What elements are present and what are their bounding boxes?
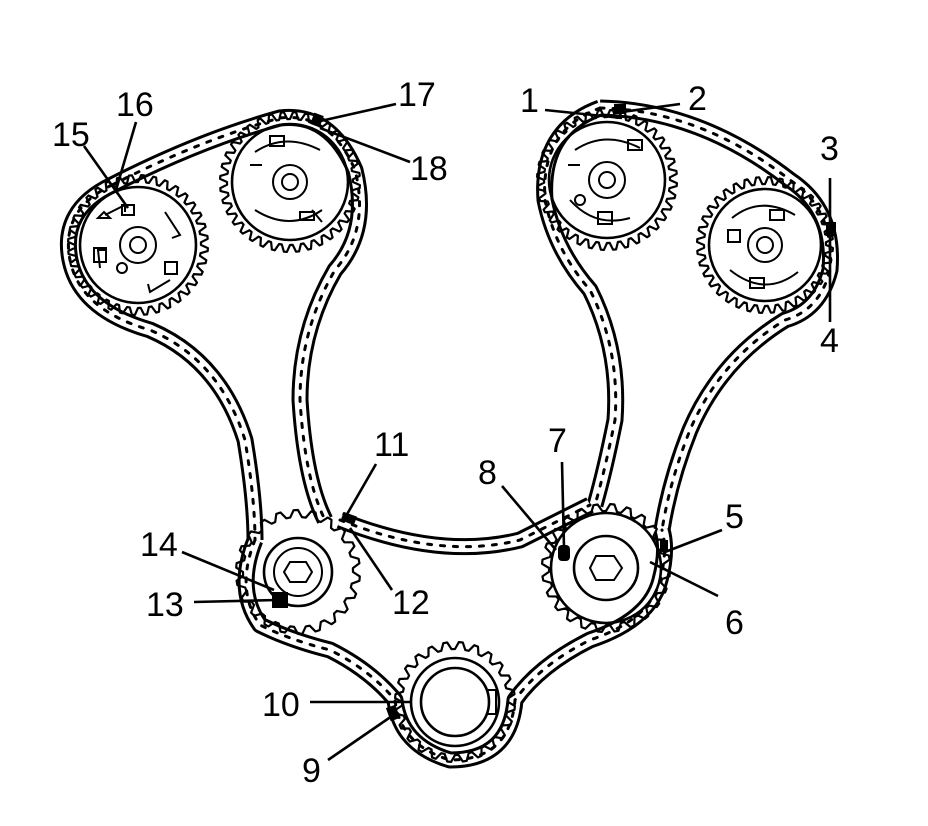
right-idler-sprocket xyxy=(541,503,671,633)
label-1: 1 xyxy=(520,82,539,120)
left-idler-sprocket xyxy=(235,508,361,636)
label-7: 7 xyxy=(548,422,567,460)
label-18: 18 xyxy=(410,150,448,188)
left-idler-sprocket-hub xyxy=(262,536,334,608)
right-idler-sprocket-hub xyxy=(549,511,663,625)
callout-labels: 1 2 3 4 5 6 7 8 9 10 11 12 13 14 15 16 1… xyxy=(52,76,839,790)
label-10: 10 xyxy=(262,686,300,724)
left-intake-cam-phaser xyxy=(230,122,350,242)
label-6: 6 xyxy=(725,604,744,642)
label-15: 15 xyxy=(52,116,90,154)
label-4: 4 xyxy=(820,322,839,360)
label-3: 3 xyxy=(820,130,839,168)
right-exhaust-cam-phaser xyxy=(707,187,823,303)
left-exhaust-sprocket xyxy=(67,174,209,316)
label-9: 9 xyxy=(302,752,321,790)
label-14: 14 xyxy=(140,526,178,564)
label-5: 5 xyxy=(725,498,744,536)
label-8: 8 xyxy=(478,454,497,492)
sprocket-group xyxy=(67,109,834,763)
right-intake-cam-phaser xyxy=(547,120,667,240)
left-secondary-chain xyxy=(59,108,368,542)
label-2: 2 xyxy=(688,80,707,118)
right-secondary-chain xyxy=(536,99,839,532)
left-exhaust-cam-phaser xyxy=(78,185,198,305)
crankshaft-sprocket-hub xyxy=(409,656,501,748)
label-17: 17 xyxy=(398,76,436,114)
label-13: 13 xyxy=(146,586,184,624)
left-intake-sprocket xyxy=(219,111,361,253)
label-12: 12 xyxy=(392,584,430,622)
label-16: 16 xyxy=(116,86,154,124)
right-intake-sprocket xyxy=(536,109,678,251)
leader-lines xyxy=(82,102,832,762)
right-exhaust-sprocket xyxy=(696,176,834,314)
label-11: 11 xyxy=(374,426,409,464)
